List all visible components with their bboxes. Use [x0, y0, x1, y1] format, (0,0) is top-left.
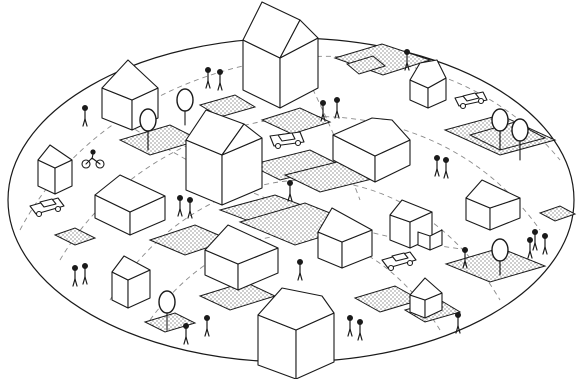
house-icon [258, 288, 334, 379]
house-icon [243, 2, 318, 108]
